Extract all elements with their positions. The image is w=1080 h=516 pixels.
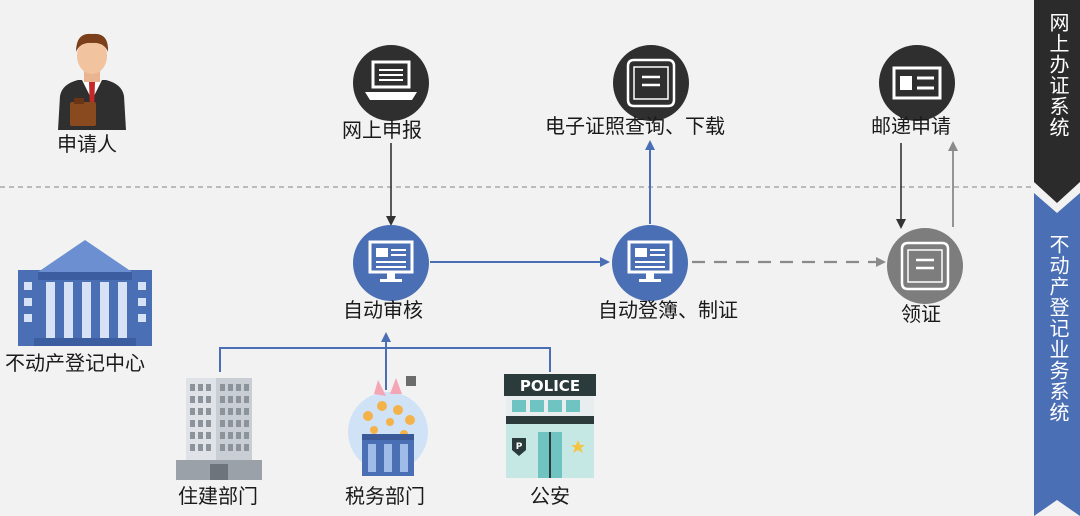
- online-submit-label: 网上申报: [342, 118, 422, 142]
- police-sign-text: POLICE: [520, 377, 580, 395]
- certificate-icon: [613, 45, 689, 121]
- svg-text:P: P: [516, 442, 523, 452]
- mail-apply-label: 邮递申请: [871, 114, 951, 138]
- tax-office-icon: [348, 376, 428, 476]
- e-cert-label: 电子证照查询、下载: [545, 114, 725, 138]
- applicant-icon: [58, 33, 126, 130]
- bottom-system-label: 不动产登记业务系统: [1046, 234, 1070, 423]
- system-side-bars: [1034, 0, 1080, 516]
- bottom-system-bar: [1034, 193, 1080, 516]
- monitor-icon: [353, 225, 429, 301]
- collect-label: 领证: [901, 302, 941, 326]
- monitor-icon: [612, 225, 688, 301]
- id-card-icon: [879, 45, 955, 121]
- applicant-label: 申请人: [57, 132, 117, 156]
- government-building-icon: [18, 240, 152, 346]
- laptop-icon: [353, 45, 429, 121]
- top-system-label: 网上办证系统: [1046, 12, 1070, 138]
- certificate-icon: [887, 228, 963, 304]
- police-station-icon: POLICE P: [504, 374, 596, 478]
- tax-label: 税务部门: [345, 484, 425, 508]
- office-tower-icon: [176, 378, 262, 480]
- police-label: 公安: [530, 484, 570, 508]
- auto-register-label: 自动登簿、制证: [598, 298, 738, 322]
- top-system-bar: [1034, 0, 1080, 203]
- auto-review-label: 自动审核: [343, 298, 423, 322]
- housing-label: 住建部门: [178, 484, 258, 508]
- center-label: 不动产登记中心: [5, 351, 145, 375]
